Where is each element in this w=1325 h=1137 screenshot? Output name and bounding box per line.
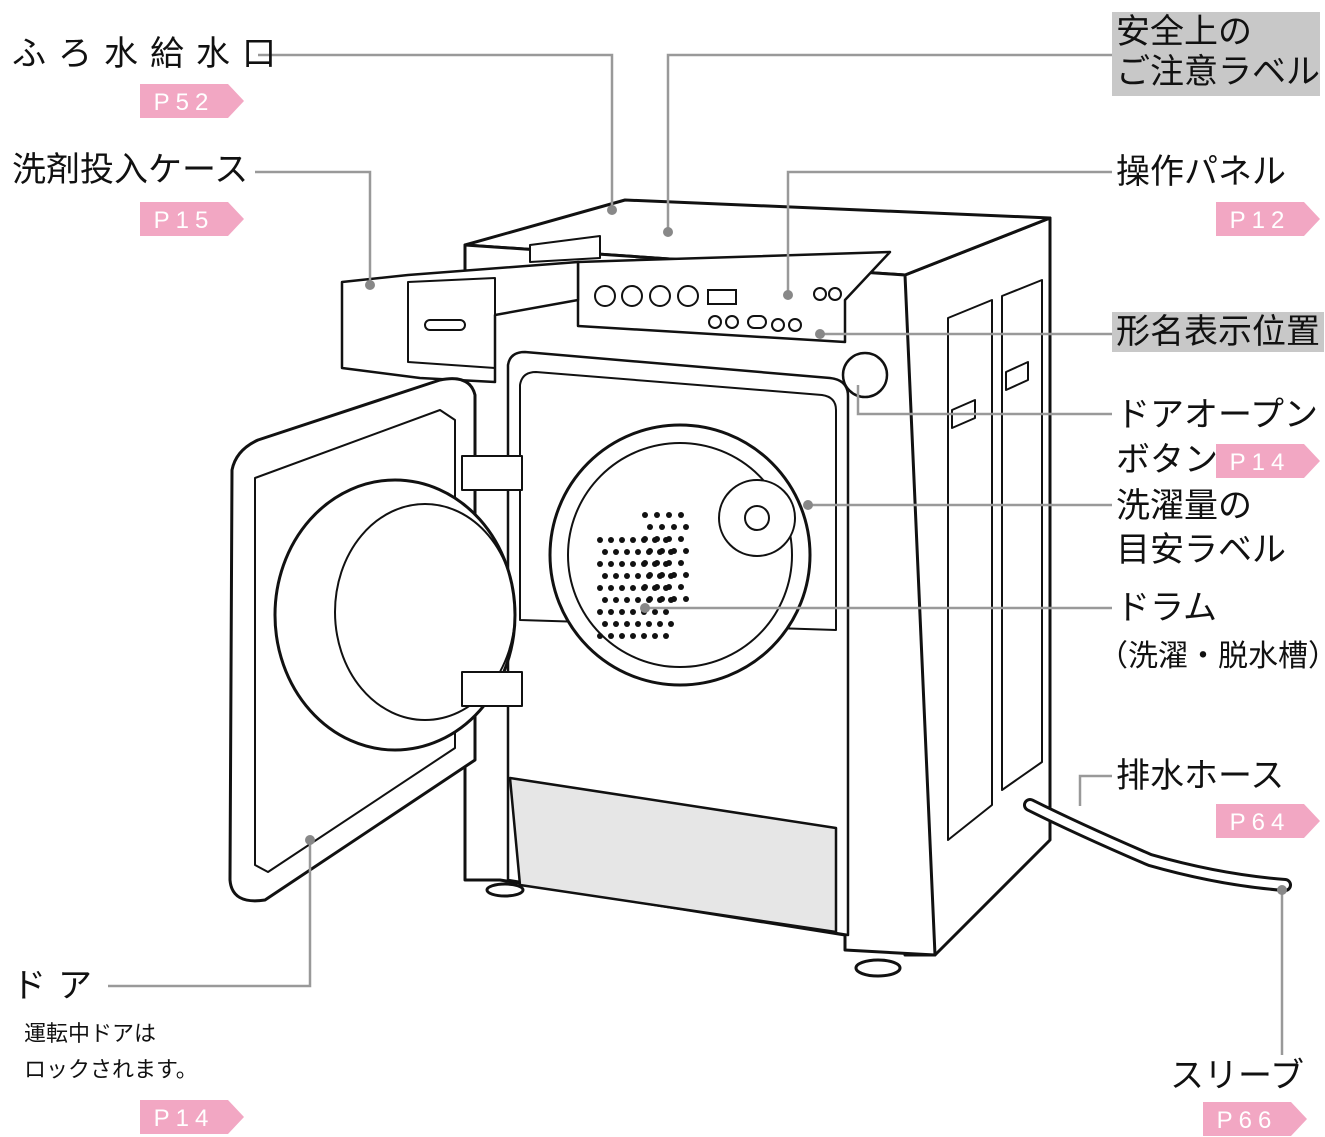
page-ref-arrow: P14 [1216, 444, 1320, 478]
page-ref-text: P12 [1230, 207, 1291, 234]
label-drum: ドラム [1116, 588, 1217, 628]
leader-control-panel [786, 170, 1112, 295]
page-ref-text: P15 [154, 207, 215, 234]
page-ref-arrow: P15 [140, 202, 244, 236]
page-ref-arrow: P66 [1203, 1102, 1307, 1136]
label-drain-hose: 排水ホース [1116, 756, 1285, 796]
label-safety-line2: ご注意ラベル [1116, 52, 1320, 92]
page-ref-text: P14 [1230, 449, 1291, 476]
page-ref-sleeve[interactable]: P66 [1203, 1102, 1307, 1136]
page-ref-text: P66 [1217, 1107, 1278, 1134]
page-ref-furo-inlet[interactable]: P52 [140, 84, 244, 118]
label-door-note-line1: 運転中ドアは [24, 1022, 157, 1047]
label-wash-amount-line2: 目安ラベル [1116, 530, 1286, 570]
page-ref-door[interactable]: P14 [140, 1100, 244, 1134]
label-safety-caution: 安全上の ご注意ラベル [1112, 12, 1320, 96]
page-ref-arrow: P12 [1216, 202, 1320, 236]
label-control-panel: 操作パネル [1116, 152, 1286, 192]
door-open-button-shape [841, 351, 889, 399]
label-door-note-line2: ロックされます。 [24, 1058, 198, 1083]
leader-door [108, 840, 312, 988]
leader-detergent-case [255, 170, 372, 285]
label-door: ドア [12, 966, 104, 1006]
label-detergent-case: 洗剤投入ケース [12, 150, 249, 190]
page-ref-arrow: P14 [140, 1100, 244, 1134]
label-drum-sub: （洗濯・脱水槽） [1098, 639, 1325, 674]
leader-safety-label [666, 53, 1112, 232]
page-ref-arrow: P52 [140, 84, 244, 118]
leader-door-open [856, 385, 1112, 416]
page-ref-control-panel[interactable]: P12 [1216, 202, 1320, 236]
label-furo-inlet: ふろ水給水口 [12, 34, 288, 74]
kick-plate [508, 776, 838, 934]
label-wash-amount-line1: 洗濯量の [1116, 486, 1252, 526]
page-ref-arrow: P64 [1216, 804, 1320, 838]
page-ref-detergent-case[interactable]: P15 [140, 202, 244, 236]
leader-furo-inlet [258, 53, 614, 210]
label-sleeve: スリーブ [1170, 1056, 1304, 1096]
page-ref-text: P14 [154, 1105, 215, 1132]
label-model-location: 形名表示位置 [1112, 312, 1324, 352]
page-ref-drain-hose[interactable]: P64 [1216, 804, 1320, 838]
leader-drain-hose [1078, 774, 1112, 806]
drum-perforations [597, 512, 689, 639]
label-door-open-line1: ドアオープン [1116, 395, 1318, 435]
page-ref-door-open[interactable]: P14 [1216, 444, 1320, 478]
page-ref-text: P64 [1230, 809, 1291, 836]
page-ref-text: P52 [154, 89, 215, 116]
label-door-open-line2: ボタン [1116, 440, 1218, 480]
label-safety-line1: 安全上の [1116, 12, 1252, 52]
